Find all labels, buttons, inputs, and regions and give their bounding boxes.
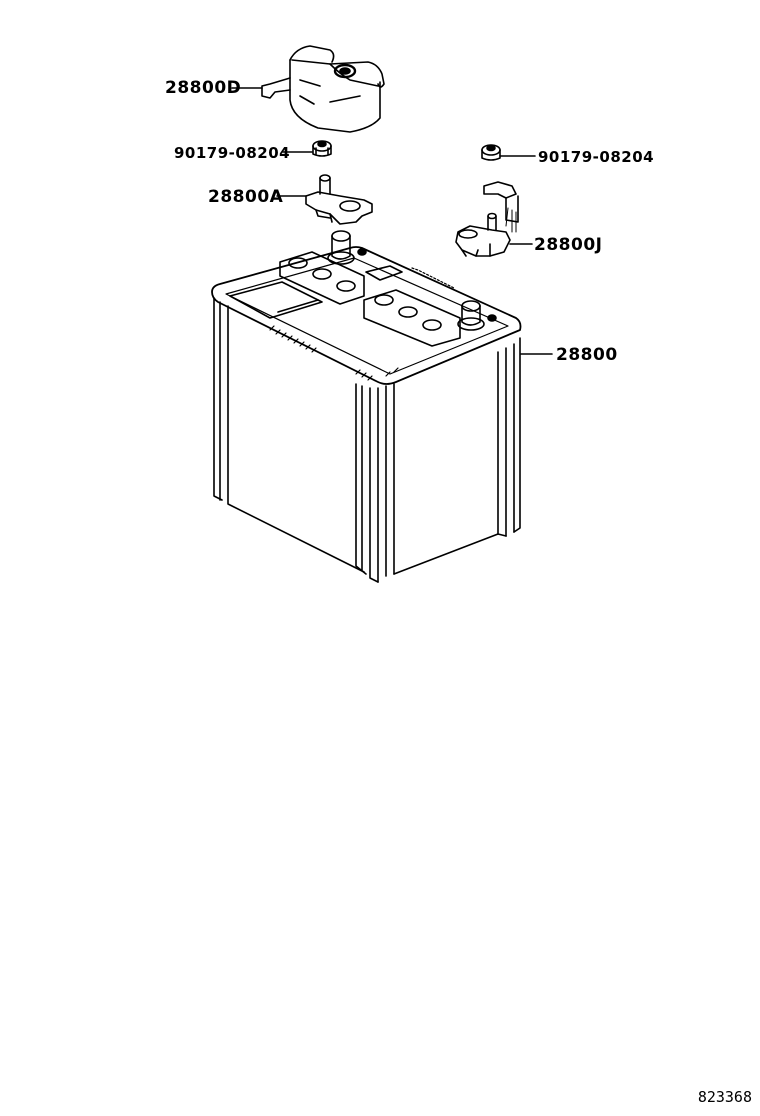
figure-id: 823368 bbox=[697, 1088, 752, 1106]
terminal-cover-drawing[interactable] bbox=[261, 45, 385, 133]
nut-right-drawing[interactable] bbox=[481, 144, 501, 161]
nut-left-drawing[interactable] bbox=[312, 140, 332, 157]
part-label-90179-08204-left[interactable]: 90179-08204 bbox=[174, 144, 291, 162]
positive-clamp-drawing[interactable] bbox=[305, 174, 373, 225]
part-label-28800J[interactable]: 28800J bbox=[534, 235, 603, 255]
part-label-90179-08204-right[interactable]: 90179-08204 bbox=[538, 148, 655, 166]
part-label-28800D[interactable]: 28800D bbox=[165, 78, 242, 98]
part-label-28800[interactable]: 28800 bbox=[556, 345, 618, 365]
part-label-28800A[interactable]: 28800A bbox=[208, 187, 284, 207]
negative-clamp-drawing[interactable] bbox=[455, 181, 519, 257]
battery-drawing[interactable] bbox=[211, 230, 522, 583]
